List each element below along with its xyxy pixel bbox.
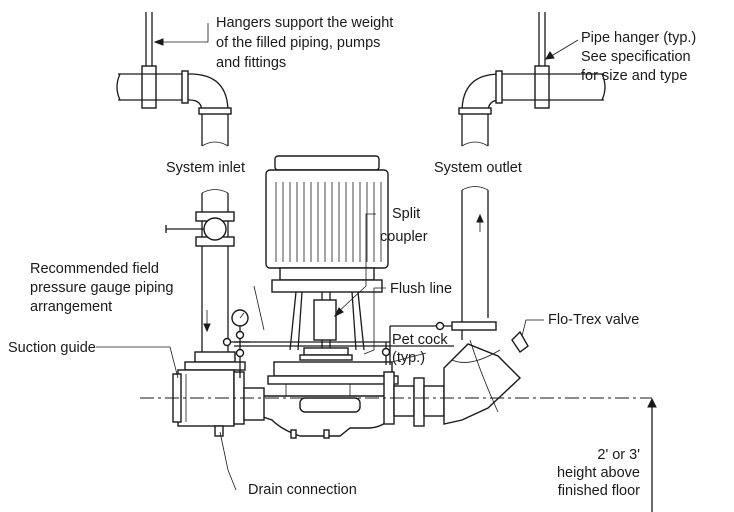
gauge-note-line1: Recommended field (30, 261, 159, 277)
left-inlet-elbow-pipe (116, 70, 232, 147)
pipe-hanger-note-line1: Pipe hanger (typ.) (581, 30, 696, 46)
flush-line-label: Flush line (390, 281, 452, 297)
hangers-note: Hangers support the weight of the filled… (216, 15, 393, 71)
pump-motor (265, 155, 389, 293)
inlet-butterfly-valve (165, 211, 235, 247)
outlet-flow-arrow (476, 213, 484, 232)
split-coupler (313, 299, 337, 348)
system-inlet-label: System inlet (166, 160, 245, 176)
right-pipe-hanger (534, 12, 550, 109)
height-dimension-line (647, 397, 657, 512)
pipe-hanger-note-line3: for size and type (581, 68, 687, 84)
gauge-arrangement-note: Recommended field pressure gauge piping … (30, 261, 174, 315)
split-coupler-line2: coupler (380, 229, 428, 245)
pipe-hanger-note-line2: See specification (581, 49, 691, 65)
right-outlet-elbow-pipe (458, 70, 606, 147)
pet-cock-line1: Pet cock (392, 332, 448, 348)
motor-cooling-fins (275, 182, 382, 262)
seal-housing (299, 347, 353, 361)
left-pipe-hanger (141, 12, 157, 109)
drain-connection-label: Drain connection (248, 482, 357, 498)
drain-plug (214, 425, 224, 437)
suction-guide-label: Suction guide (8, 340, 96, 356)
pet-cock-line2: (typ.) (392, 350, 425, 366)
hangers-note-line2: of the filled piping, pumps (216, 35, 380, 51)
suction-flange (233, 371, 265, 425)
height-note-line2: height above (557, 465, 640, 481)
height-note-line1: 2' or 3' (597, 447, 640, 463)
gauge-note-line2: pressure gauge piping (30, 280, 174, 296)
flo-trex-valve-body (443, 330, 529, 425)
leader-lines (96, 23, 579, 491)
gauge-note-line3: arrangement (30, 299, 112, 315)
split-coupler-line1: Split (392, 206, 420, 222)
system-outlet-label: System outlet (434, 160, 522, 176)
pump-bracket (289, 291, 365, 351)
pipe-hanger-note: Pipe hanger (typ.) See specification for… (581, 30, 696, 84)
pressure-gauge-assembly (222, 309, 250, 378)
inlet-flow-arrow (203, 310, 211, 333)
hangers-note-line1: Hangers support the weight (216, 15, 393, 31)
outlet-vertical-pipe (451, 186, 497, 340)
pump-casing (245, 361, 399, 439)
discharge-flange (383, 371, 445, 427)
height-note-line3: finished floor (558, 483, 640, 499)
pet-cock-note: Pet cock (typ.) (392, 332, 448, 366)
flo-trex-valve-label: Flo-Trex valve (548, 312, 639, 328)
hangers-note-line3: and fittings (216, 55, 286, 71)
split-coupler-note: Split coupler (380, 206, 428, 245)
height-note: 2' or 3' height above finished floor (557, 447, 640, 499)
flush-line-piping (234, 321, 454, 365)
